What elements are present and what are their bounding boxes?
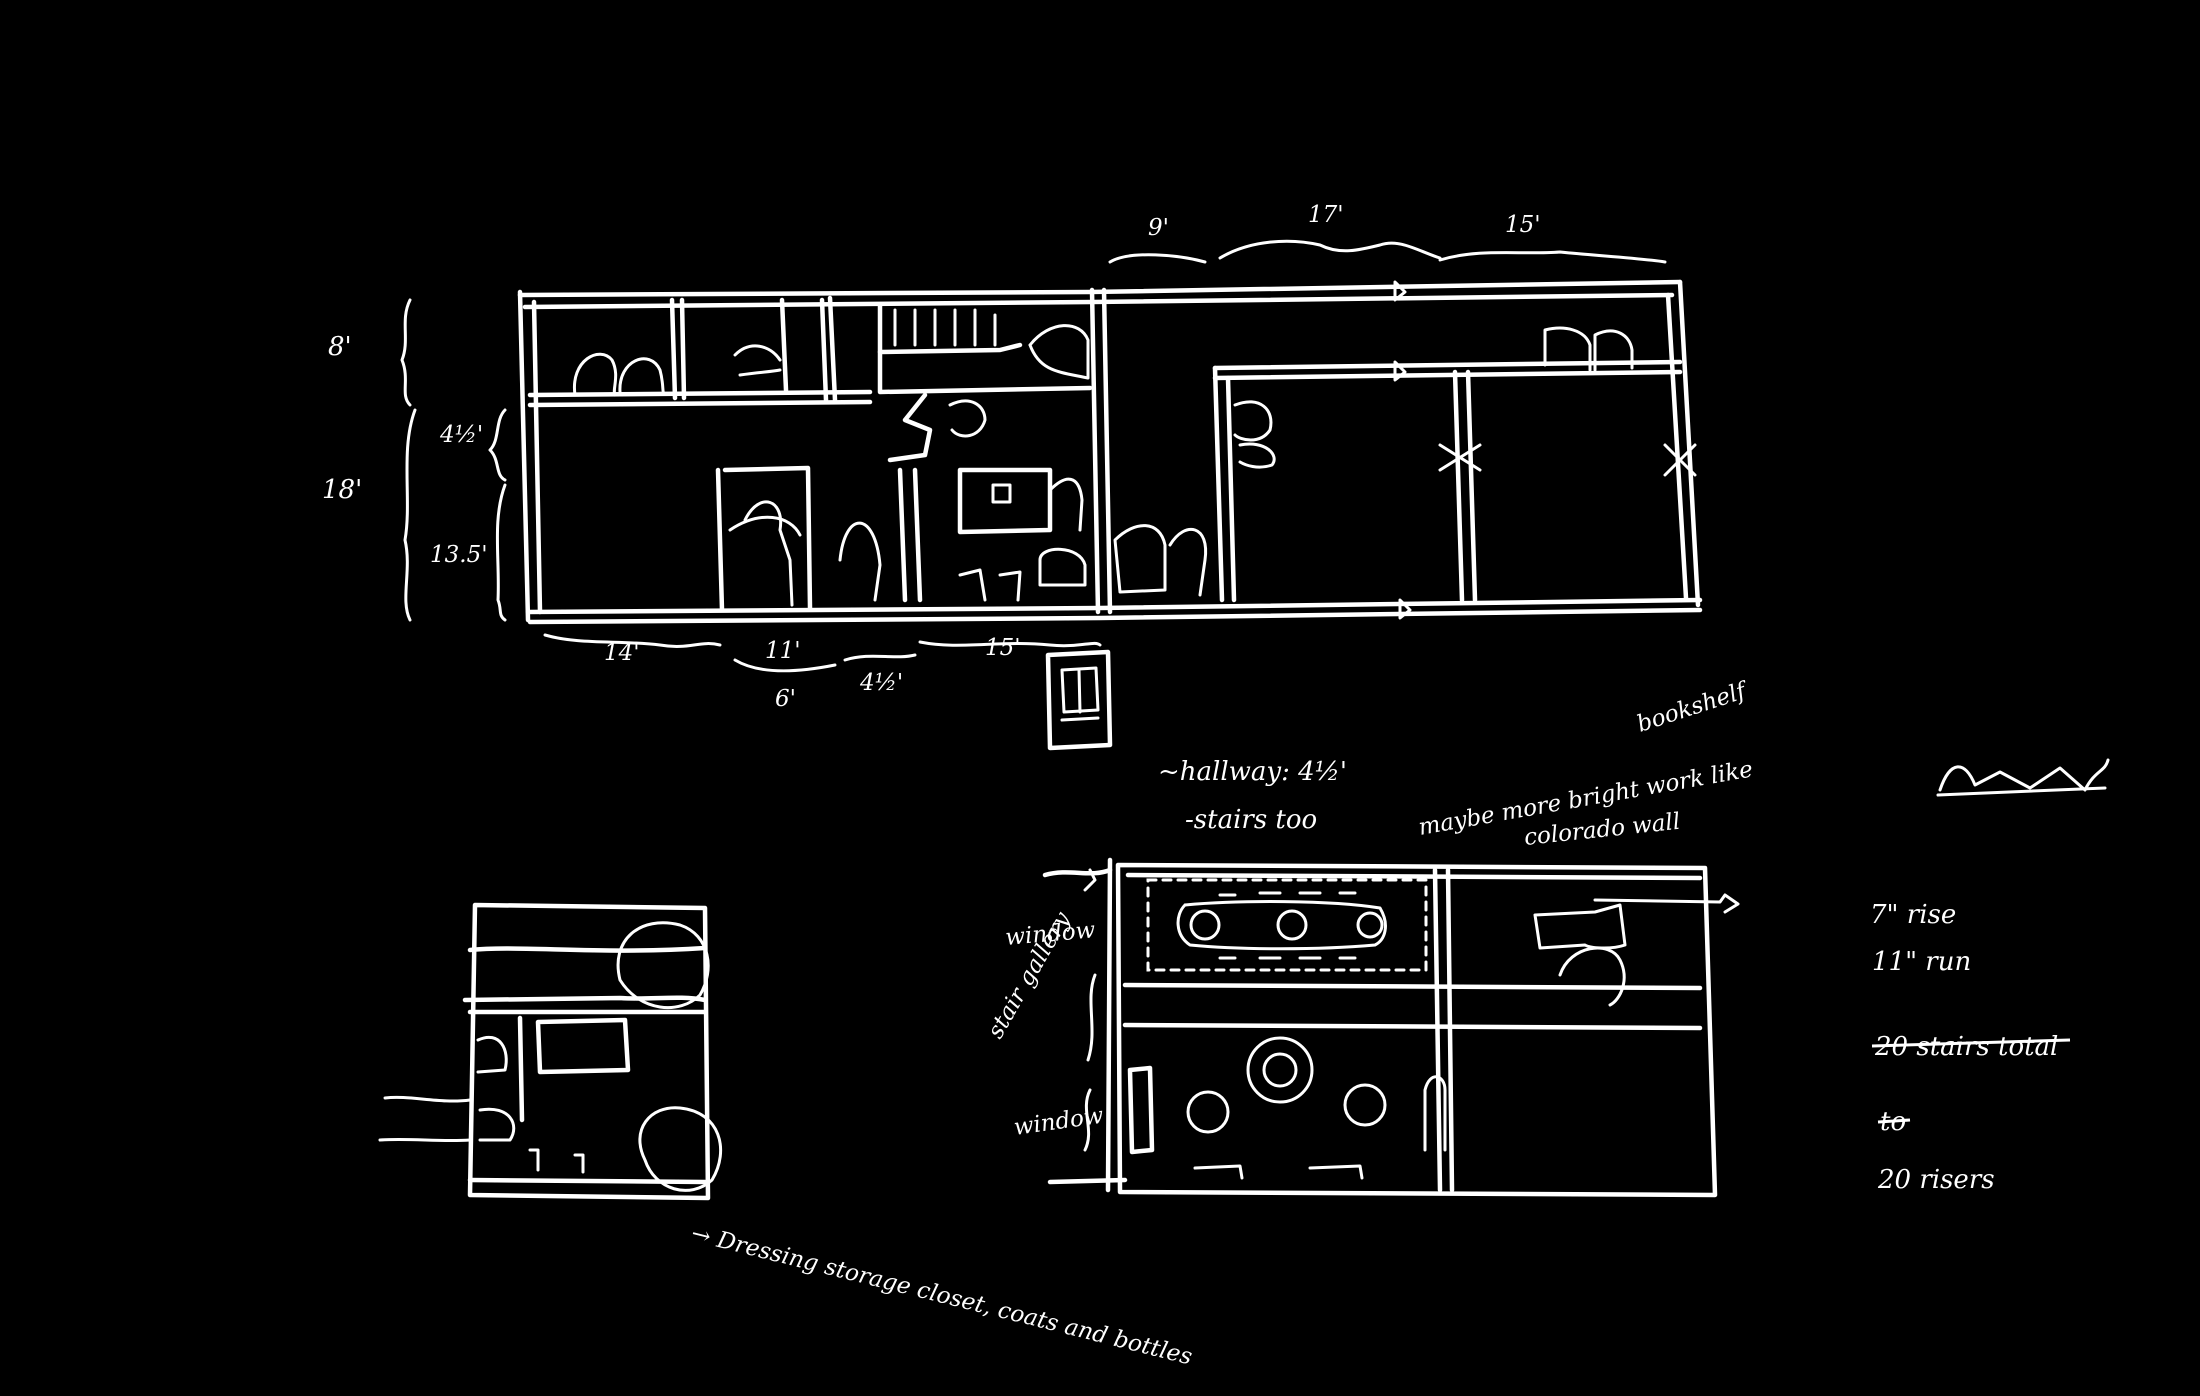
center-wall [1089, 287, 1101, 615]
top-wall-west [517, 289, 531, 623]
top-wall-west-inner [531, 299, 543, 615]
top-wall-east-inner [1665, 292, 1689, 601]
top-floor-plan: 9' 17' 15' 8' 4½' 18' 13.5' 14' 11' 6' 4… [322, 202, 1703, 751]
door-elevation [1045, 649, 1113, 751]
rug-round [1246, 1036, 1314, 1104]
top-dim-1: 9' [1148, 215, 1169, 241]
armchair-top [616, 921, 710, 1009]
top-west-band-wall [527, 389, 873, 398]
stair-calculations: 7" rise 11" run 20 stairs total to 20 ri… [1870, 758, 2110, 1195]
lower-plan-outline [1115, 862, 1718, 1198]
top-wall-north [517, 279, 1683, 298]
stair-profile-squiggle [1938, 758, 2110, 792]
left-dim-4: 13.5' [430, 542, 488, 568]
top-dim-3: 15' [1505, 212, 1541, 238]
top-wall-south-outer [527, 607, 1703, 625]
note-window-2: window [1012, 1103, 1105, 1141]
stair-treads [893, 308, 997, 347]
left-dim-2: 4½' [439, 422, 483, 448]
bottom-dim-5: 15' [985, 635, 1021, 661]
note-stairs: -stairs too [1185, 805, 1317, 835]
calc-run: 11" run [1872, 947, 1971, 977]
armchair-bottom [638, 1106, 722, 1192]
east-corridor-wall [1212, 359, 1683, 371]
calc-risers: 20 risers [1877, 1165, 1995, 1195]
lower-plan [1042, 857, 1740, 1198]
dining-zone [1146, 878, 1428, 972]
dining-table [1176, 900, 1387, 951]
bottom-dim-2: 11' [765, 638, 801, 664]
top-dim-2: 17' [1308, 202, 1344, 228]
calc-rise: 7" rise [1870, 900, 1956, 930]
note-bookshelf: bookshelf [1634, 677, 1752, 738]
calc-struck: 20 stairs total [1874, 1032, 2058, 1062]
left-dim-1: 8' [328, 332, 352, 362]
top-wall-north-inner [522, 292, 1675, 310]
left-dim-3: 18' [322, 475, 362, 505]
stair-outline [877, 302, 1093, 395]
closet-bubble [572, 352, 618, 397]
bottom-dim-3: 6' [775, 686, 796, 712]
table-rect [957, 467, 1053, 535]
note-dresser: → Dressing storage closet, coats and bot… [689, 1221, 1195, 1371]
top-wall-east [1677, 279, 1701, 608]
bottom-dim-4: 4½' [859, 670, 903, 696]
small-plan-outline [467, 902, 711, 1201]
note-hallway: ~hallway: 4½' [1158, 757, 1347, 787]
table-small [535, 1017, 631, 1075]
small-plan [378, 902, 722, 1201]
strike-line [1871, 1038, 2071, 1048]
bottom-dim-1: 14' [604, 640, 640, 666]
